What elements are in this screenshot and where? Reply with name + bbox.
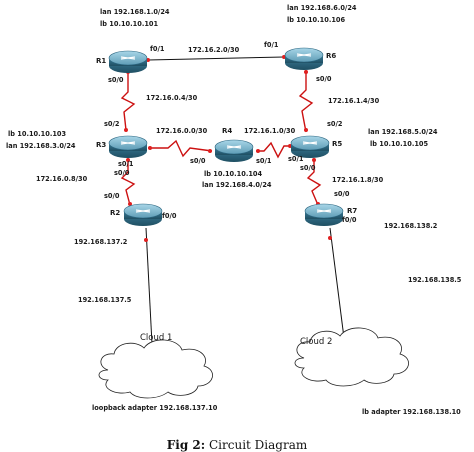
router-r4[interactable] [214,139,254,162]
r6-loopback-label: lb 10.10.10.106 [287,16,345,24]
r3-loopback-label: lb 10.10.10.103 [8,130,66,138]
cloud1-adapter-label: loopback adapter 192.168.137.10 [92,404,218,412]
router-r3[interactable] [108,135,148,158]
router-r5[interactable] [290,135,330,158]
router-r7[interactable] [304,203,344,226]
cloud1-label: Cloud 1 [140,333,172,343]
cloud2-adapter-label: lb adapter 192.168.138.10 [362,408,461,416]
link-r4-r5 [256,141,292,159]
figure-number: Fig 2: [166,438,206,452]
r4-loopback-label: lb 10.10.10.104 [204,170,262,178]
net-r3-r2-label: 172.16.0.8/30 [36,175,88,183]
r7-f00-label: f0/0 [342,216,357,224]
r5-loopback-label: lb 10.10.10.105 [370,140,428,148]
r4-name: R4 [222,127,232,135]
link-r5-r7 [306,160,322,206]
r2-ip-label: 192.168.137.2 [74,238,128,246]
r5-s02-label: s0/2 [327,120,343,128]
r5-lan-label: lan 192.168.5.0/24 [368,128,438,136]
link-r2-cloud1 [145,227,153,345]
cloud2-shape[interactable] [294,327,409,387]
link-r7-cloud2 [329,227,345,339]
r5-s01-label: s0/1 [288,155,304,163]
r2-s00-label: s0/0 [104,192,120,200]
r6-f01-label: f0/1 [264,41,279,49]
r1-name: R1 [96,57,106,65]
figure-caption: Fig 2: Circuit Diagram [0,438,474,452]
r1-s00-label: s0/0 [108,76,124,84]
r4-s00-label: s0/0 [190,157,206,165]
r2-name: R2 [110,209,120,217]
link-r1-r6 [147,56,285,61]
r5-name: R5 [332,140,342,148]
r1-lan-label: lan 192.168.1.0/24 [100,8,170,16]
link-r1-r3 [120,70,136,131]
r7-s00-label: s0/0 [334,190,350,198]
link-r6-r5 [298,70,314,133]
r3-s00-label: s0/0 [114,169,130,177]
cloud2-ip-label: 192.168.138.5 [408,276,462,284]
r1-loopback-label: lb 10.10.10.101 [100,20,158,28]
net-r3-r4-label: 172.16.0.0/30 [156,127,208,135]
router-r6[interactable] [284,47,324,70]
net-r1-r3-label: 172.16.0.4/30 [146,94,198,102]
r7-ip-label: 192.168.138.2 [384,222,438,230]
r3-s01-label: s0/1 [118,160,134,168]
r4-s01-label: s0/1 [256,157,272,165]
r6-name: R6 [326,52,336,60]
net-r5-r7-label: 172.16.1.8/30 [332,176,384,184]
r3-lan-label: lan 192.168.3.0/24 [6,142,76,150]
r1-f01-label: f0/1 [150,45,165,53]
r3-s02-label: s0/2 [104,120,120,128]
cloud1-shape[interactable] [98,339,213,399]
net-r6-r5-label: 172.16.1.4/30 [328,97,380,105]
router-r1[interactable] [108,50,148,73]
router-r2[interactable] [123,203,163,226]
r5-s00-label: s0/0 [300,164,316,172]
net-r1-r6-label: 172.16.2.0/30 [188,46,240,54]
r7-name: R7 [347,207,357,215]
net-r4-r5-label: 172.16.1.0/30 [244,127,296,135]
link-r3-r2 [120,160,136,206]
r2-f00-label: f0/0 [162,212,177,220]
r4-lan-label: lan 192.168.4.0/24 [202,181,272,189]
r3-name: R3 [96,141,106,149]
r6-lan-label: lan 192.168.6.0/24 [287,4,357,12]
cloud1-ip-label: 192.168.137.5 [78,296,132,304]
link-r3-r4 [148,139,213,158]
r6-s00-label: s0/0 [316,75,332,83]
cloud2-label: Cloud 2 [300,337,332,347]
figure-title: Circuit Diagram [209,438,308,452]
